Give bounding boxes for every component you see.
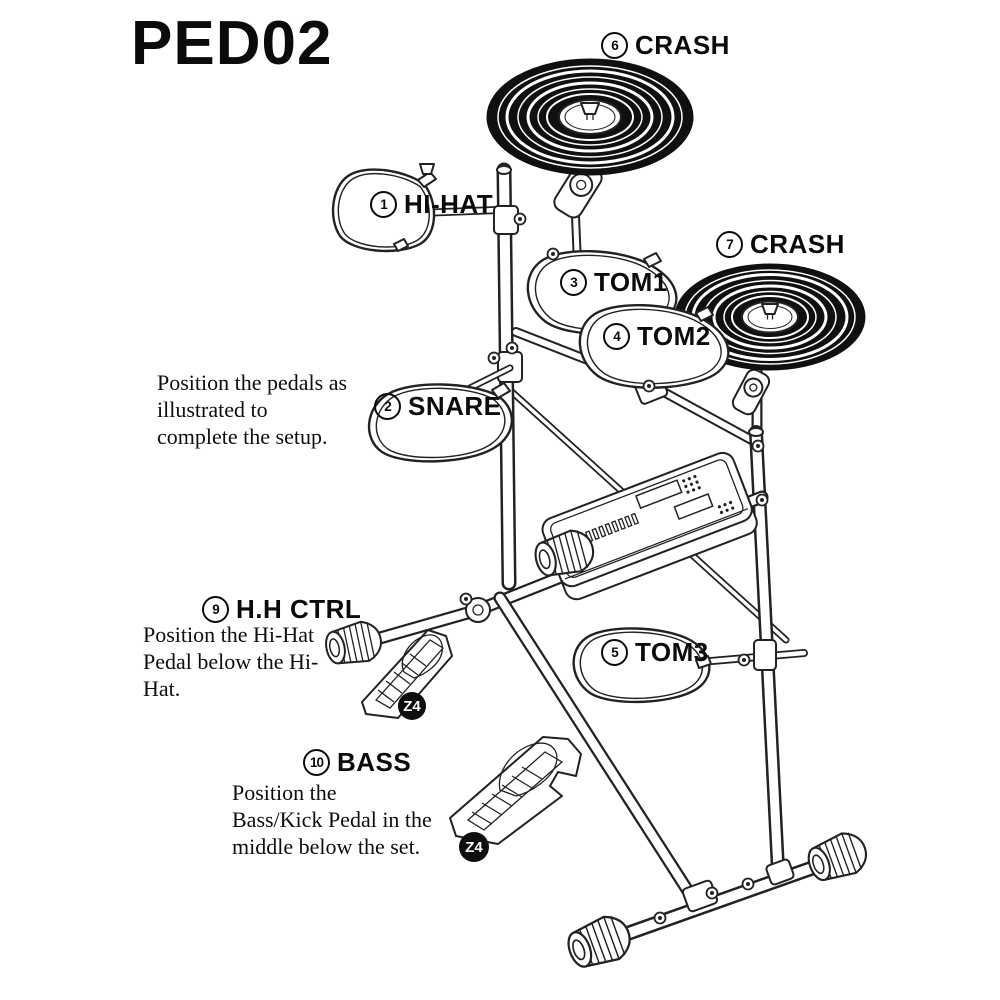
circled-number-3: 3 (560, 269, 587, 296)
right-post-foot-clamp (765, 858, 795, 886)
page-title: PED02 (131, 9, 333, 78)
label-tom1-text: TOM1 (594, 267, 668, 297)
label-tom3-text: TOM3 (635, 637, 709, 667)
snare-clamp (466, 351, 523, 392)
base-left-foot-knob (561, 909, 638, 976)
label-hi-hat-text: HI-HAT (404, 189, 494, 219)
label-snare: 2 SNARE (374, 391, 502, 422)
note-line: Position the Hi-Hat (143, 622, 315, 647)
base-right-foot-knob (802, 826, 873, 888)
main-strut-tube (493, 591, 704, 912)
label-tom1: 3 TOM1 (560, 267, 668, 298)
crash-right-clamp (731, 368, 771, 416)
label-snare-text: SNARE (408, 391, 502, 421)
label-bass-text: BASS (337, 747, 412, 777)
circled-number-10: 10 (303, 749, 330, 776)
bass-pedal-illustration (449, 736, 582, 845)
label-crash-top: 6 CRASH (601, 30, 730, 61)
z4-badge-bass-pedal: Z4 (459, 832, 489, 862)
circled-number-2: 2 (374, 393, 401, 420)
tom3-arm-tube (696, 649, 808, 666)
note-line: middle below the set. (232, 834, 421, 859)
label-crash-right-text: CRASH (750, 229, 845, 259)
base-bar-tube (590, 848, 854, 952)
note-line: Bass/Kick Pedal in the (232, 807, 432, 832)
label-hh-ctrl-text: H.H CTRL (236, 594, 362, 624)
circled-number-1: 1 (370, 191, 397, 218)
tom3-clamp (753, 639, 777, 671)
note-line: illustrated to (157, 397, 268, 422)
note-line: Position the (232, 780, 337, 805)
label-hi-hat: 1 HI-HAT (370, 189, 493, 220)
note-bass-pedal: Position the Bass/Kick Pedal in the midd… (232, 779, 432, 860)
circled-number-6: 6 (601, 32, 628, 59)
label-tom2: 4 TOM2 (603, 321, 711, 352)
label-crash-right: 7 CRASH (716, 229, 845, 260)
note-line: Position the pedals as (157, 370, 348, 395)
label-tom2-text: TOM2 (637, 321, 711, 351)
note-setup: Position the pedals as illustrated to co… (157, 369, 347, 450)
circled-number-4: 4 (603, 323, 630, 350)
frame-junction (465, 597, 491, 623)
circled-number-5: 5 (601, 639, 628, 666)
label-tom3: 5 TOM3 (601, 637, 709, 668)
circled-number-7: 7 (716, 231, 743, 258)
note-line: Hat. (143, 676, 181, 701)
note-hihat-pedal: Position the Hi-Hat Pedal below the Hi- … (143, 621, 318, 702)
sound-module-illustration (541, 451, 758, 601)
note-line: complete the setup. (157, 424, 328, 449)
label-crash-top-text: CRASH (635, 30, 730, 60)
circled-number-9: 9 (202, 596, 229, 623)
hihat-rail-knob (321, 617, 386, 671)
label-bass: 10 BASS (303, 747, 411, 778)
hihat-pedal-illustration (361, 629, 453, 719)
label-hh-ctrl: 9 H.H CTRL (202, 594, 361, 625)
snare-pad-illustration (367, 382, 514, 463)
z4-badge-hihat-pedal: Z4 (398, 692, 426, 720)
note-line: Pedal below the Hi- (143, 649, 319, 674)
crash-cymbal-top-illustration (486, 58, 694, 176)
